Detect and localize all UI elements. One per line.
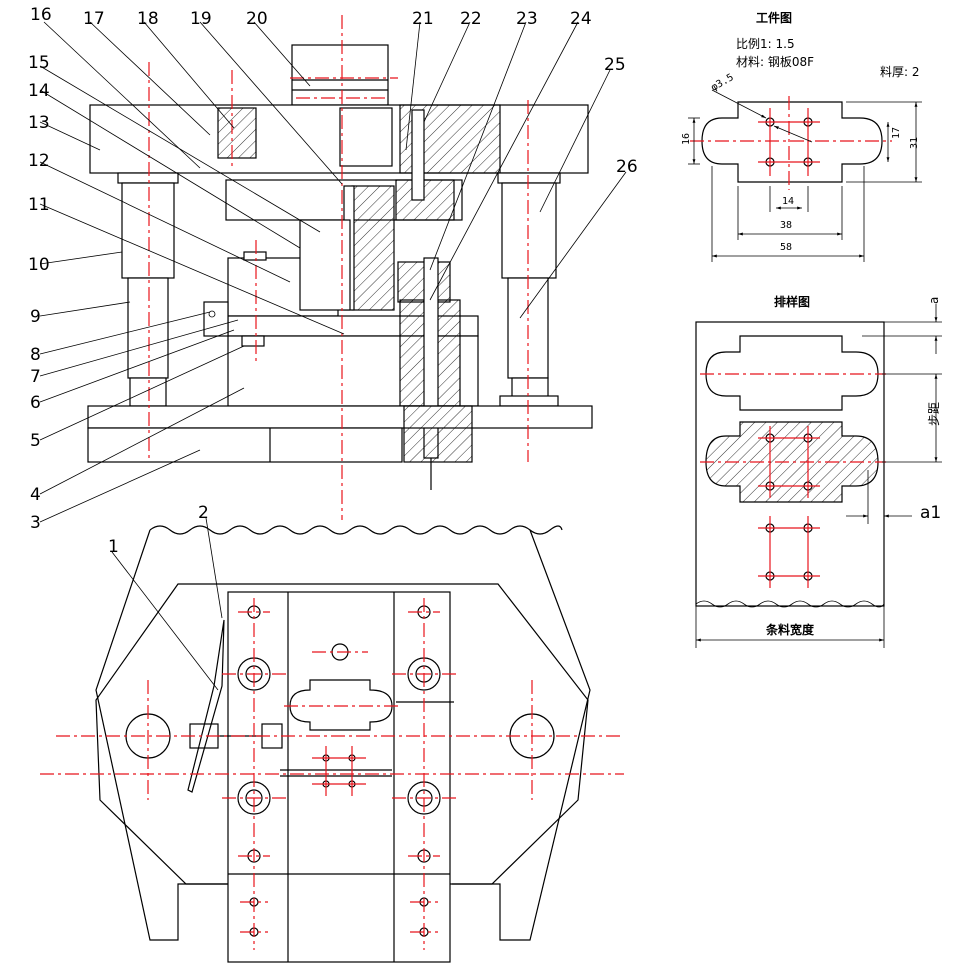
layout-title: 排样图 [774,294,810,309]
workpiece-drawing: 工件图 比例1: 1.5 材料: 钢板08F 料厚: 2 φ3.5 16 17 … [681,10,922,262]
plan-view [95,525,591,963]
part-number: 20 [246,9,268,29]
part-number: 3 [30,513,41,533]
part-number: 10 [28,255,50,275]
svg-text:条料宽度: 条料宽度 [765,622,815,637]
workpiece-material: 材料: 钢板08F [736,55,814,69]
punch [351,185,395,311]
part-number: 24 [570,9,592,29]
lower-die-seat [87,405,593,429]
part-number: 17 [83,9,105,29]
workpiece-thickness: 料厚: 2 [880,65,920,79]
part-number: 12 [28,151,50,171]
svg-text:14: 14 [782,196,794,207]
part-number: 2 [198,503,209,523]
svg-text:17: 17 [891,127,902,139]
part-number: 13 [28,113,50,133]
svg-text:步距: 步距 [927,402,941,426]
svg-text:31: 31 [909,137,920,149]
part-number: 7 [30,367,41,387]
part-number: 22 [460,9,482,29]
svg-text:φ3.5: φ3.5 [709,72,735,94]
plan-centre-lines [40,598,624,950]
guide-bush-left [121,182,175,279]
svg-text:a1: a1 [920,503,941,523]
part-number: 8 [30,345,41,365]
die-shank [291,44,389,106]
svg-text:a: a [927,297,941,304]
part-number: 11 [28,195,50,215]
strip-layout: 排样图 a 步距 a1 [695,294,942,648]
part-number: 15 [28,53,50,73]
part-number: 1 [108,537,119,557]
part-number: 26 [616,157,638,177]
svg-text:38: 38 [780,220,792,231]
part-number: 4 [30,485,41,505]
part-number: 25 [604,55,626,75]
part-number: 14 [28,81,50,101]
part-leaders: 16 17 18 19 20 21 22 23 24 25 26 15 14 1… [28,5,638,691]
workpiece-scale: 比例1: 1.5 [736,37,795,51]
part-number: 19 [190,9,212,29]
front-section-view [87,44,593,490]
front-centre-lines [148,15,529,520]
die-plate [227,591,451,963]
guide-post-left [127,277,169,379]
workpiece-outline [701,101,883,183]
part-number: 18 [137,9,159,29]
part-number: 6 [30,393,41,413]
part-number: 21 [412,9,434,29]
workpiece-title: 工件图 [756,10,792,25]
guide-bush-right [501,182,557,279]
upper-die-seat [89,104,589,174]
part-number: 5 [30,431,41,451]
svg-text:58: 58 [780,242,792,253]
part-number: 16 [30,5,52,25]
svg-text:16: 16 [681,133,692,145]
part-number: 23 [516,9,538,29]
part-number: 9 [30,307,41,327]
